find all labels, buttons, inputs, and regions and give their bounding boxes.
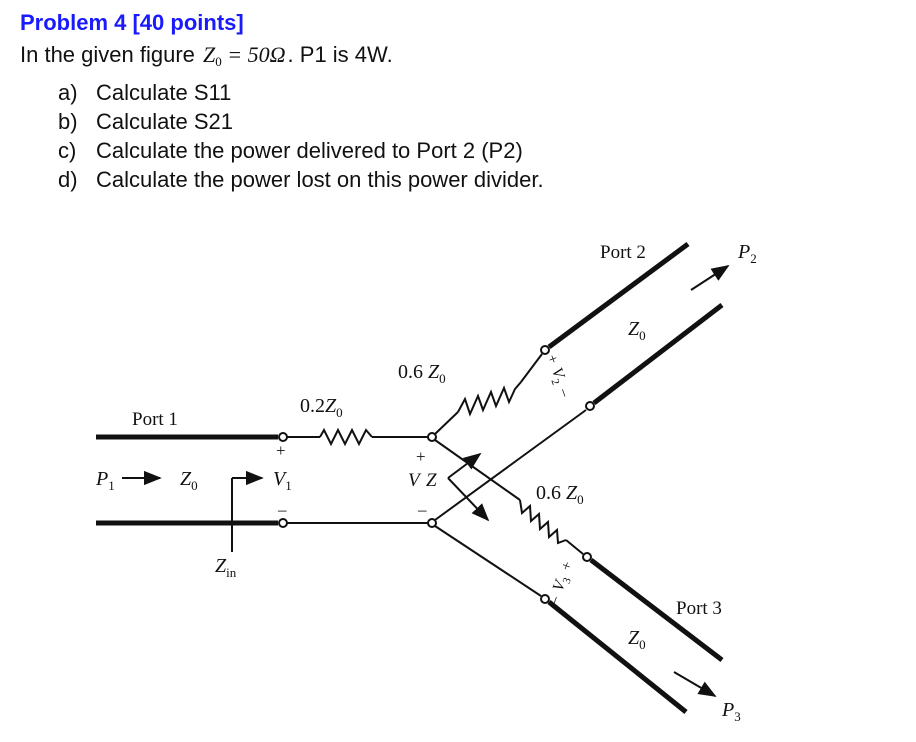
center-minus: – xyxy=(417,500,427,519)
v2-minus: – xyxy=(555,385,573,399)
z-arrow-down xyxy=(447,477,490,522)
problem-heading: Problem 4 [40 points] xyxy=(20,10,244,35)
question-d: d)Calculate the power lost on this power… xyxy=(58,167,544,192)
r2-label: 0.6 Z0 xyxy=(398,361,446,386)
intro-before: In the given figure xyxy=(20,42,195,67)
question-b: b)Calculate S21 xyxy=(58,109,233,134)
p3-label: P3 xyxy=(721,699,741,724)
p2-arrow xyxy=(690,265,730,291)
r1-label: 0.2Z0 xyxy=(300,395,343,420)
resistor-0-6z0-bottom xyxy=(519,499,567,545)
v3-label: V3 xyxy=(550,573,574,595)
port2-label: Port 2 xyxy=(600,242,646,263)
v1-plus: + xyxy=(276,441,286,460)
port3-line-bottom xyxy=(547,600,688,714)
z0-equation: Z0 = 50Ω xyxy=(203,42,286,69)
port2-z0-label: Z0 xyxy=(628,318,646,343)
port3-line-top xyxy=(589,558,724,662)
resistor-0-2z0 xyxy=(319,427,373,447)
terminal-p3-top xyxy=(582,552,592,562)
terminal-p1-bottom xyxy=(278,518,288,528)
v2-label: V2 xyxy=(545,365,569,386)
port1-label: Port 1 xyxy=(132,409,178,430)
terminal-p1-top xyxy=(278,432,288,442)
p3-arrow xyxy=(673,671,717,697)
port3-z0-label: Z0 xyxy=(628,627,646,652)
p1-label: P1 xyxy=(95,468,115,493)
center-plus: + xyxy=(416,447,426,466)
v1-label: V1 xyxy=(273,468,292,493)
z-arrow-up xyxy=(447,452,482,479)
v1-minus: – xyxy=(277,500,287,519)
terminal-p2-bottom xyxy=(585,401,595,411)
question-a: a)Calculate S11 xyxy=(58,80,232,105)
intro-after: . P1 is 4W. xyxy=(287,42,393,67)
terminal-p3-bottom xyxy=(540,594,550,604)
junction-top xyxy=(427,432,437,442)
port3-label: Port 3 xyxy=(676,598,722,619)
port2-line-top xyxy=(547,241,690,350)
p2-label: P2 xyxy=(737,241,757,266)
question-c: c)Calculate the power delivered to Port … xyxy=(58,138,523,163)
center-v-label: V xyxy=(408,470,422,491)
zin-label: Zin xyxy=(215,555,237,580)
r3-label: 0.6 Z0 xyxy=(536,482,584,507)
junction-bottom xyxy=(427,518,437,528)
center-z-label: Z xyxy=(426,470,437,491)
port2-line-bottom xyxy=(592,303,724,405)
question-list: a)Calculate S11 b)Calculate S21 c)Calcul… xyxy=(58,80,544,196)
resistor-0-6z0-top xyxy=(457,381,522,417)
terminal-p2-top xyxy=(540,345,550,355)
problem-intro: In the given figure Z0 = 50Ω. P1 is 4W. xyxy=(20,42,393,70)
v3-plus: + xyxy=(558,559,576,572)
z0-line-label: Z0 xyxy=(180,468,198,493)
